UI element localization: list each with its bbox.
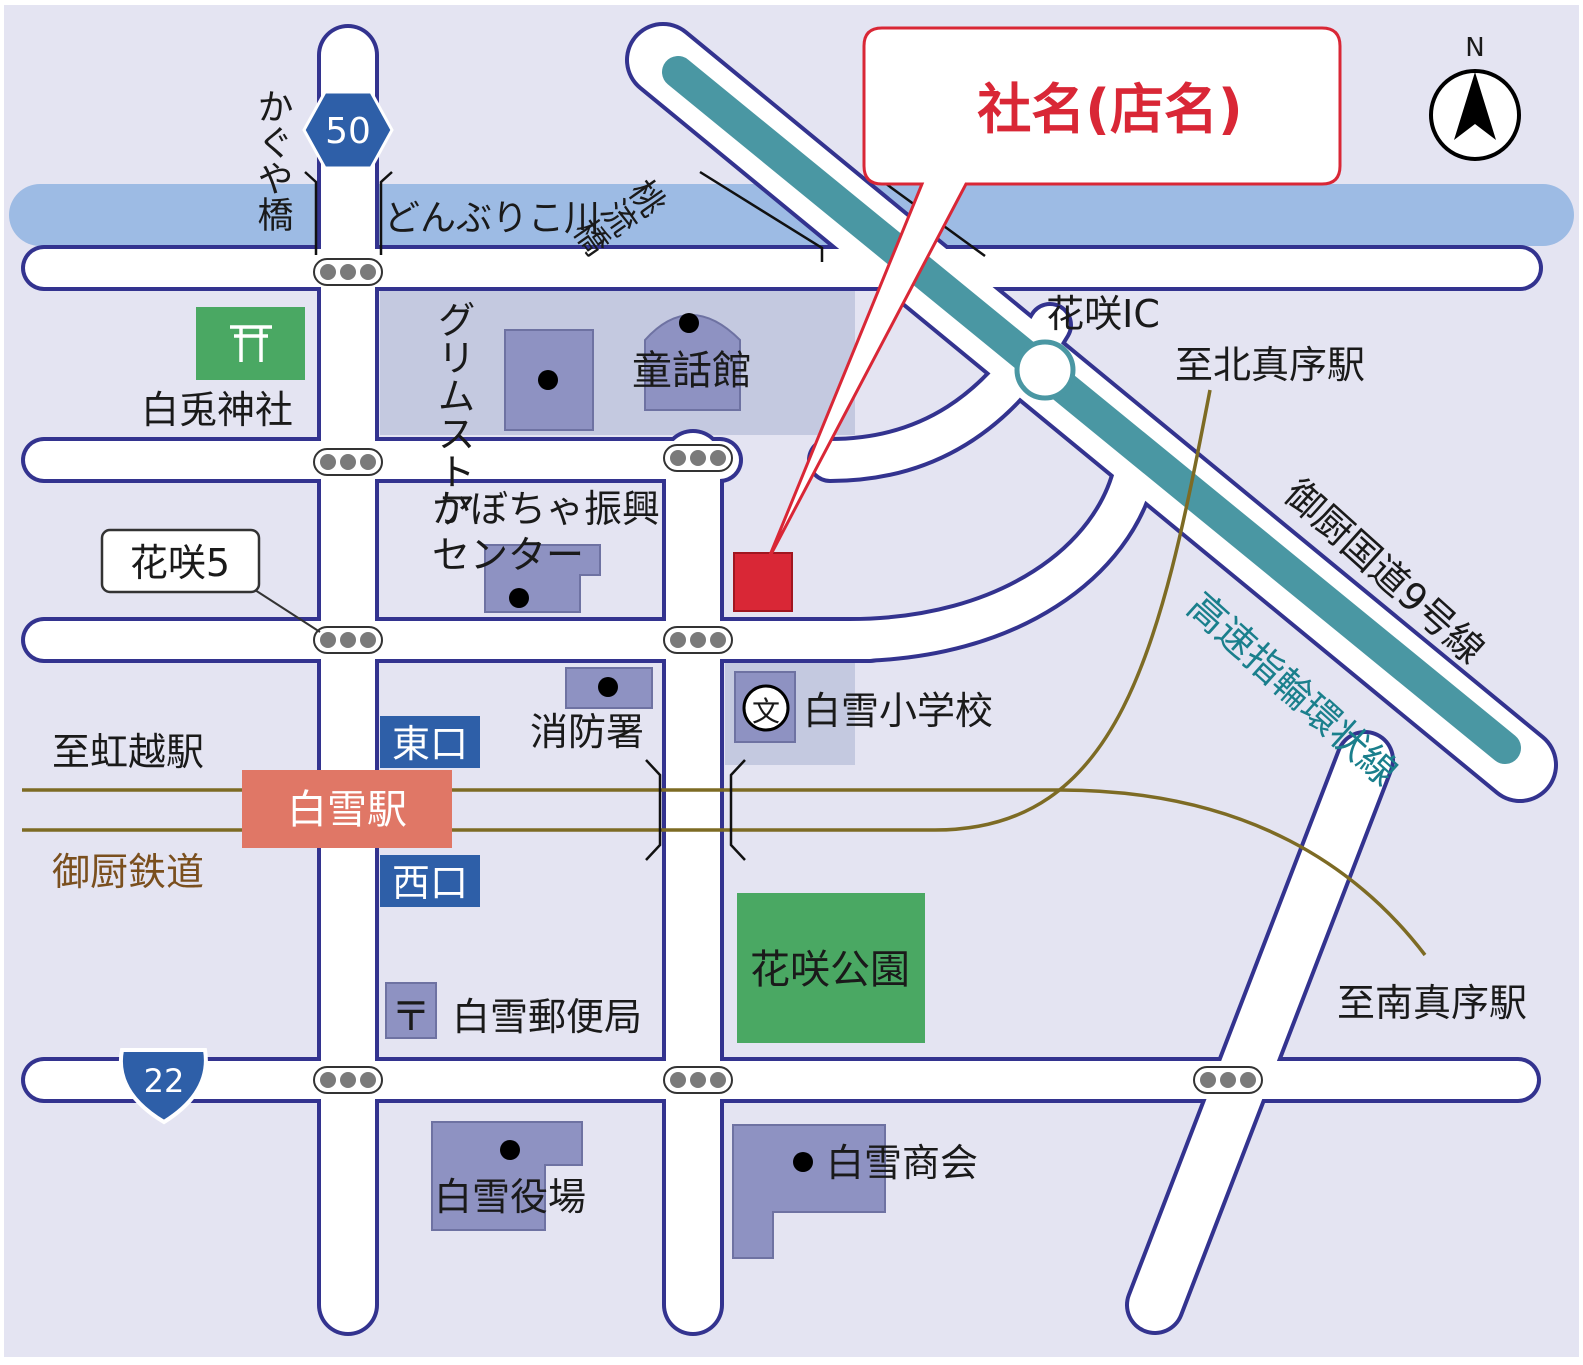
east-exit-box bbox=[380, 716, 480, 768]
park-area bbox=[737, 893, 925, 1043]
pumpkin-center-label-line1: かぼちゃ振興 bbox=[432, 487, 660, 531]
traffic-light-icon bbox=[313, 626, 383, 654]
station-box bbox=[242, 770, 452, 848]
north-arrow-icon bbox=[1429, 69, 1521, 161]
traffic-light-icon bbox=[313, 258, 383, 286]
post-office-label: 白雪郵便局 bbox=[452, 995, 642, 1039]
fire-station-label: 消防署 bbox=[530, 710, 644, 754]
route-50-number: 50 bbox=[325, 111, 371, 152]
interchange-label: 花咲IC bbox=[1046, 292, 1160, 336]
chamber-label: 白雪商会 bbox=[826, 1141, 978, 1185]
traffic-light-icon bbox=[663, 444, 733, 472]
town-hall-label: 白雪役場 bbox=[434, 1175, 586, 1219]
grimm-store-label: グリムストア bbox=[431, 300, 475, 528]
intersection-label: 花咲5 bbox=[130, 541, 230, 585]
west-exit-box bbox=[380, 855, 480, 907]
route-50-shield: 50 bbox=[302, 90, 394, 170]
traffic-light-icon bbox=[663, 626, 733, 654]
torii-icon bbox=[230, 325, 272, 362]
to-south-station-label: 至南真序駅 bbox=[1337, 981, 1527, 1025]
station-name: 白雪駅 bbox=[287, 787, 407, 833]
school-icon-char: 文 bbox=[752, 695, 780, 728]
east-exit-label: 東口 bbox=[392, 722, 468, 766]
to-west-station-label: 至虹越駅 bbox=[52, 730, 204, 774]
block-grimm-area bbox=[380, 290, 855, 435]
expressway-band bbox=[662, 56, 1521, 764]
school-label: 白雪小学校 bbox=[803, 689, 993, 733]
intersection-label-box bbox=[100, 528, 261, 594]
post-icon-char: 〒 bbox=[391, 994, 431, 1040]
company-callout bbox=[766, 26, 1342, 561]
company-name: 社名(店名) bbox=[977, 78, 1242, 141]
buildings bbox=[385, 314, 886, 1259]
school-icon: 文 bbox=[742, 684, 790, 732]
shrine-area bbox=[196, 307, 305, 380]
interchange-marker bbox=[1014, 339, 1076, 401]
kaguya-bridge-label: かぐや橋 bbox=[252, 88, 293, 232]
compass-label: N bbox=[1465, 33, 1484, 63]
company-location-marker bbox=[733, 552, 793, 612]
railway-name: 御厨鉄道 bbox=[52, 850, 204, 894]
west-exit-label: 西口 bbox=[392, 861, 468, 905]
rail-bridge-brackets bbox=[645, 759, 746, 861]
park-label: 花咲公園 bbox=[750, 947, 910, 993]
to-north-station-label: 至北真序駅 bbox=[1175, 343, 1365, 387]
traffic-light-icon bbox=[313, 448, 383, 476]
river-name: どんぶりこ川 bbox=[384, 198, 600, 239]
traffic-light-icon bbox=[1193, 1066, 1263, 1094]
railway-lines bbox=[22, 389, 1427, 957]
route-22-number: 22 bbox=[144, 1062, 185, 1100]
pumpkin-center-label-line2: センター bbox=[432, 533, 584, 577]
building-dot-icons bbox=[500, 313, 813, 1172]
shrine-label: 白兎神社 bbox=[141, 388, 293, 432]
intersection-leader bbox=[254, 589, 321, 633]
post-office-icon: 〒 bbox=[391, 994, 431, 1040]
route-22-shield: 22 bbox=[118, 1048, 208, 1125]
traffic-light-icon bbox=[663, 1066, 733, 1094]
river-bridge-brackets bbox=[304, 170, 986, 262]
fairytale-hall-label: 童話館 bbox=[632, 348, 752, 394]
traffic-light-icon bbox=[313, 1066, 383, 1094]
